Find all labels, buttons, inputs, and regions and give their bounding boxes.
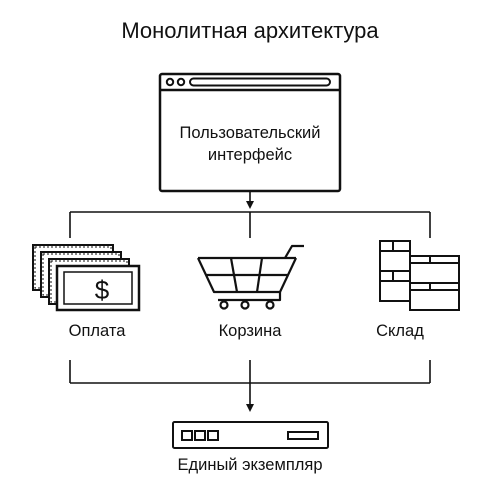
module-label-payment: Оплата — [68, 322, 126, 340]
deployment-label: Единый экземпляр — [177, 456, 323, 474]
shopping-cart-icon — [197, 244, 304, 310]
ui-window-label: Пользовательский интерфейс — [158, 122, 342, 166]
dollar-sign: $ — [95, 275, 110, 305]
top-connector — [69, 191, 431, 238]
ui-label-line1: Пользовательский — [179, 124, 321, 142]
server-rack-icon — [172, 421, 329, 449]
ui-label-line2: интерфейс — [207, 146, 293, 164]
diagram-title: Монолитная архитектура — [121, 18, 379, 43]
module-label-cart: Корзина — [218, 322, 282, 340]
warehouse-boxes-icon — [379, 240, 460, 311]
bottom-connector — [69, 360, 431, 412]
module-label-warehouse: Склад — [376, 322, 424, 340]
banknotes-dollar-icon — [32, 244, 141, 312]
